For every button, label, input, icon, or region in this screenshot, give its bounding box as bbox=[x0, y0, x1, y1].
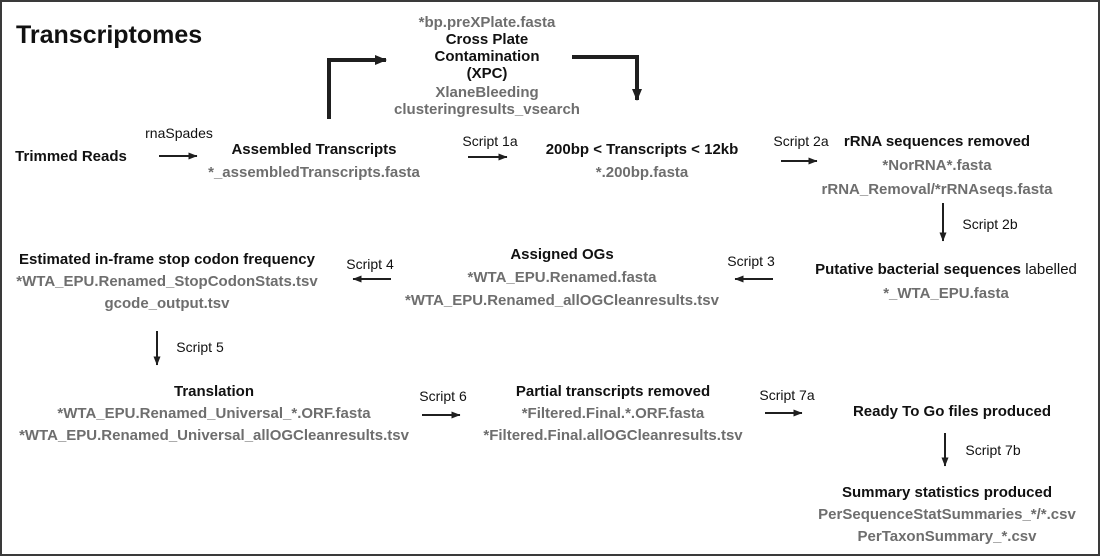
node-heading: Partial transcripts removed bbox=[515, 383, 711, 400]
arrow-label-rnaspades: rnaSpades bbox=[145, 125, 213, 141]
node-filename: *WTA_EPU.Renamed_Universal_allOGCleanres… bbox=[19, 427, 409, 444]
node-heading-regular: labelled bbox=[1025, 261, 1077, 278]
arrow-label-script-3: Script 3 bbox=[727, 253, 775, 269]
arrow-label-script-7a: Script 7a bbox=[759, 387, 815, 403]
node-heading: rRNA sequences removed bbox=[843, 133, 1031, 150]
node-filename: *_assembledTranscripts.fasta bbox=[208, 164, 420, 181]
node-size-filter: 200bp < Transcripts < 12kb *.200bp.fasta bbox=[546, 138, 739, 184]
node-filename: *bp.preXPlate.fasta bbox=[418, 14, 556, 31]
node-filename: PerTaxonSummary_*.csv bbox=[857, 528, 1037, 545]
node-heading: Ready To Go files produced bbox=[852, 403, 1052, 420]
node-heading: Translation bbox=[173, 383, 255, 400]
node-assembled-transcripts: Assembled Transcripts *_assembledTranscr… bbox=[208, 138, 420, 184]
arrow-label-script-6: Script 6 bbox=[419, 388, 467, 404]
arrow-to-xpc bbox=[327, 55, 387, 119]
node-cross-plate-contamination: *bp.preXPlate.fasta Cross Plate Contamin… bbox=[394, 14, 580, 118]
node-filename: *Filtered.Final.*.ORF.fasta bbox=[521, 405, 705, 422]
node-assigned-ogs: Assigned OGs *WTA_EPU.Renamed.fasta *WTA… bbox=[405, 243, 719, 312]
node-filename: *WTA_EPU.Renamed.fasta bbox=[467, 269, 657, 286]
arrow-label-script-5: Script 5 bbox=[176, 339, 224, 355]
node-filename: *WTA_EPU.Renamed_allOGCleanresults.tsv bbox=[405, 292, 719, 309]
node-heading: Putative bacterial sequences labelled bbox=[815, 258, 1077, 282]
node-putative-bacterial: Putative bacterial sequences labelled *_… bbox=[815, 258, 1077, 306]
arrow-label-script-2b: Script 2b bbox=[962, 216, 1018, 232]
node-partial-removed: Partial transcripts removed *Filtered.Fi… bbox=[483, 381, 742, 447]
node-rrna-removed: rRNA sequences removed *NorRNA*.fasta rR… bbox=[822, 130, 1053, 202]
node-filename: *_WTA_EPU.fasta bbox=[883, 285, 1009, 302]
node-stop-codon-frequency: Estimated in-frame stop codon frequency … bbox=[16, 249, 317, 315]
node-heading-bold: Putative bacterial sequences bbox=[815, 261, 1022, 278]
node-filename: rRNA_Removal/*rRNAseqs.fasta bbox=[821, 181, 1053, 198]
node-heading: Contamination bbox=[434, 48, 540, 65]
node-ready-to-go: Ready To Go files produced bbox=[853, 400, 1051, 423]
node-heading: Estimated in-frame stop codon frequency bbox=[19, 251, 315, 268]
node-heading: Assembled Transcripts bbox=[231, 141, 397, 158]
arrow-label-script-7b: Script 7b bbox=[965, 442, 1021, 458]
node-filename: XlaneBleeding bbox=[435, 84, 539, 101]
node-filename: *NorRNA*.fasta bbox=[882, 157, 992, 174]
node-filename: clusteringresults_vsearch bbox=[394, 101, 580, 118]
node-filename: *WTA_EPU.Renamed_StopCodonStats.tsv bbox=[16, 273, 318, 290]
node-translation: Translation *WTA_EPU.Renamed_Universal_*… bbox=[19, 381, 409, 447]
node-heading: 200bp < Transcripts < 12kb bbox=[545, 141, 739, 158]
arrow-label-script-2a: Script 2a bbox=[773, 133, 829, 149]
node-heading: Assigned OGs bbox=[510, 246, 614, 263]
arrow-from-xpc bbox=[572, 55, 642, 101]
node-trimmed-reads: Trimmed Reads bbox=[15, 145, 127, 168]
node-heading: Cross Plate bbox=[445, 31, 529, 48]
node-filename: *.200bp.fasta bbox=[595, 164, 689, 181]
node-filename: gcode_output.tsv bbox=[104, 295, 230, 312]
node-filename: *Filtered.Final.allOGCleanresults.tsv bbox=[483, 427, 743, 444]
node-summary-statistics: Summary statistics produced PerSequenceS… bbox=[818, 482, 1076, 548]
page-title: Transcriptomes bbox=[16, 21, 203, 49]
node-filename: PerSequenceStatSummaries_*/*.csv bbox=[818, 506, 1076, 523]
arrow-label-script-1a: Script 1a bbox=[462, 133, 518, 149]
arrow-label-script-4: Script 4 bbox=[346, 256, 394, 272]
node-heading: (XPC) bbox=[466, 65, 508, 82]
node-heading: Summary statistics produced bbox=[841, 484, 1053, 501]
node-filename: *WTA_EPU.Renamed_Universal_*.ORF.fasta bbox=[57, 405, 371, 422]
node-heading: Trimmed Reads bbox=[15, 148, 127, 165]
